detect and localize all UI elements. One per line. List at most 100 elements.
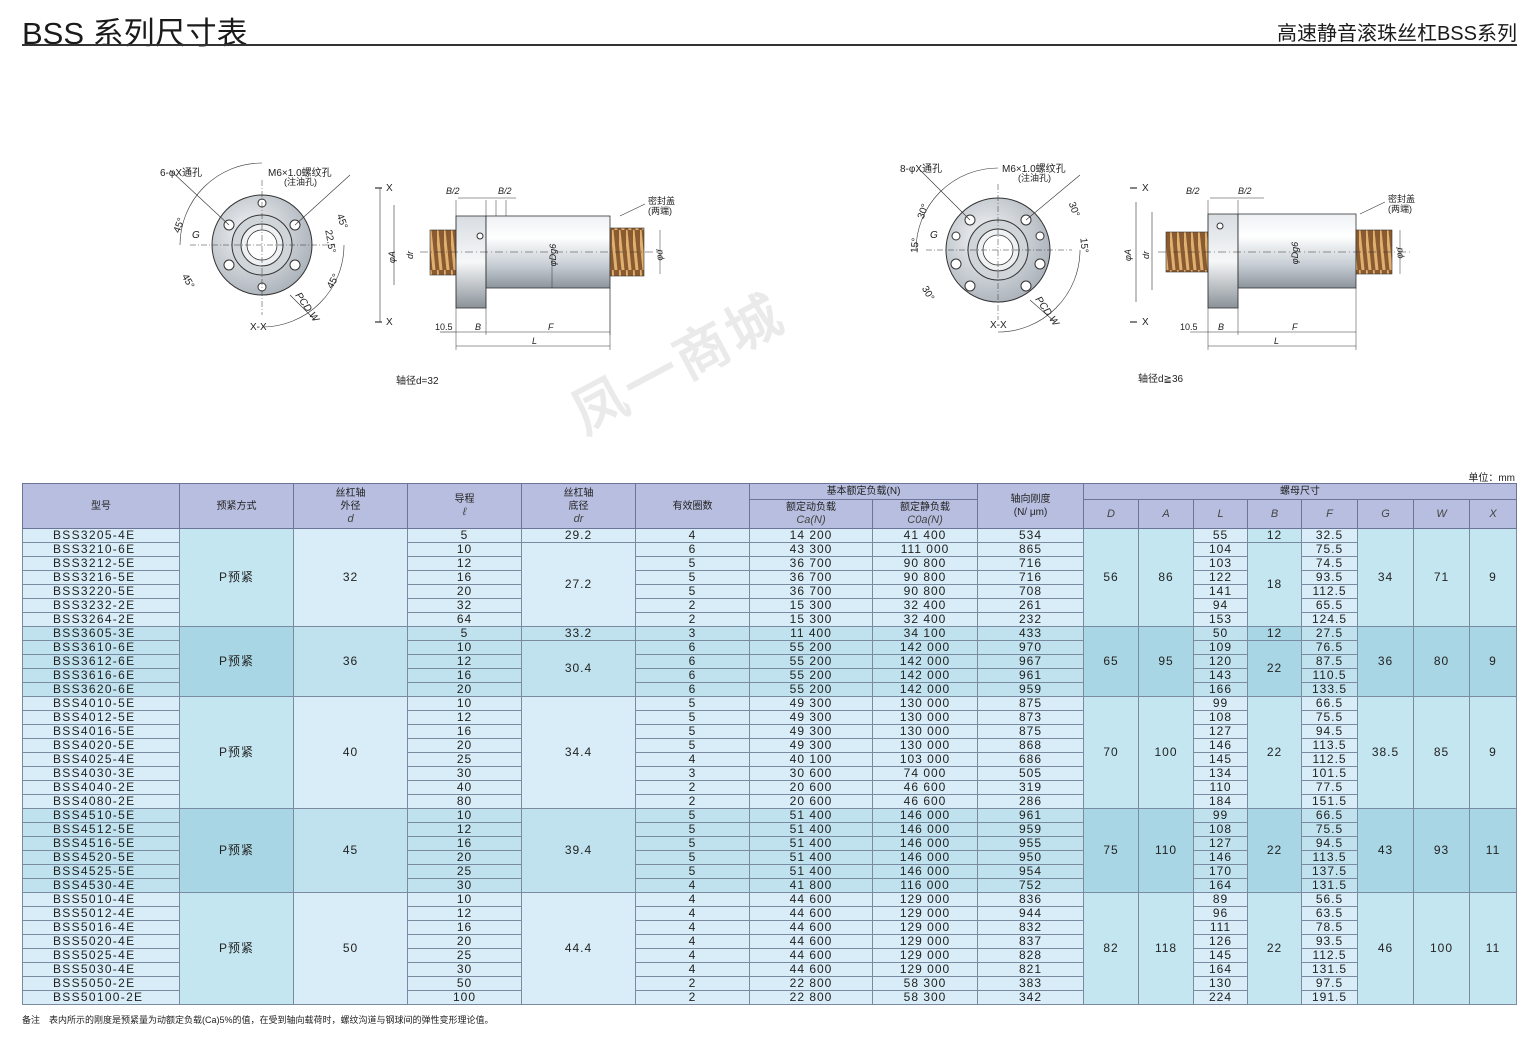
th-X-sym: X: [1489, 507, 1497, 520]
cell-model: BSS4012-5E: [22, 710, 180, 725]
cell-F: 94.5: [1301, 724, 1359, 739]
cell-stiffness: 961: [977, 668, 1085, 683]
cell-dynamic-load: 44 600: [749, 920, 873, 935]
cell-F: 110.5: [1301, 668, 1359, 683]
cell-stiffness: 232: [977, 612, 1085, 627]
cell-model: BSS4516-5E: [22, 836, 180, 851]
label-105: 10.5: [1180, 322, 1198, 332]
cell-turns: 5: [635, 822, 750, 837]
cell-stiffness: 716: [977, 556, 1085, 571]
cell-lead: 30: [407, 962, 522, 977]
cell-F: 191.5: [1301, 990, 1359, 1005]
label-tap-note: (注油孔): [1018, 173, 1051, 183]
cell-turns: 5: [635, 584, 750, 599]
cell-lead: 12: [407, 556, 522, 571]
cell-model: BSS3216-5E: [22, 570, 180, 585]
cell-turns: 4: [635, 934, 750, 949]
cell-static-load: 32 400: [871, 598, 979, 613]
cell-model: BSS4016-5E: [22, 724, 180, 739]
label-phid: φd: [1394, 247, 1405, 259]
cell-turns: 4: [635, 892, 750, 907]
cell-A: 118: [1138, 892, 1195, 1005]
th-stiff-l1: 轴向刚度: [1010, 494, 1051, 505]
cell-F: 77.5: [1301, 780, 1359, 795]
cell-X: 11: [1469, 892, 1518, 1005]
label-xtop: X: [1142, 183, 1149, 194]
caption-d32: 轴径d=32: [396, 376, 439, 387]
cell-stiffness: 286: [977, 794, 1085, 809]
cell-F: 101.5: [1301, 766, 1359, 781]
cell-dynamic-load: 36 700: [749, 556, 873, 571]
cell-F: 97.5: [1301, 976, 1359, 991]
label-tap: M6×1.0螺纹孔: [268, 168, 332, 179]
cell-static-load: 129 000: [871, 934, 979, 949]
cell-lead: 10: [407, 808, 522, 823]
cell-preload: P预紧: [179, 528, 294, 627]
cell-F: 87.5: [1301, 654, 1359, 669]
cell-L: 103: [1193, 556, 1249, 571]
footnote: 备注 表内所示的刚度是预紧量为动额定负载(Ca)5%的值，在受到轴向载荷时，螺纹…: [22, 1015, 494, 1025]
cell-B: 12: [1247, 626, 1303, 641]
cell-preload: P预紧: [179, 626, 294, 697]
th-F: F: [1301, 499, 1359, 529]
cell-shaft-od: 32: [293, 528, 408, 627]
cell-lead: 25: [407, 864, 522, 879]
cell-L: 126: [1193, 934, 1249, 949]
cell-F: 113.5: [1301, 850, 1359, 865]
cell-static-load: 41 400: [871, 528, 979, 543]
cell-dynamic-load: 15 300: [749, 598, 873, 613]
cell-G: 36: [1357, 626, 1415, 697]
cell-preload: P预紧: [179, 808, 294, 893]
cell-stiffness: 383: [977, 976, 1085, 991]
th-load: 基本额定负载(N): [748, 483, 979, 500]
label-l: L: [532, 336, 538, 346]
cell-F: 75.5: [1301, 542, 1359, 557]
cell-dynamic-load: 15 300: [749, 612, 873, 627]
cell-static-load: 142 000: [871, 640, 979, 655]
cell-dynamic-load: 20 600: [749, 794, 873, 809]
cell-turns: 4: [635, 878, 750, 893]
cell-X: 9: [1469, 528, 1518, 627]
cell-L: 145: [1193, 948, 1249, 963]
th-turns: 有效圈数: [635, 483, 750, 529]
cell-dynamic-load: 43 300: [749, 542, 873, 557]
cell-turns: 2: [635, 976, 750, 991]
th-G-sym: G: [1381, 507, 1390, 520]
cell-static-load: 130 000: [871, 738, 979, 753]
cell-turns: 6: [635, 682, 750, 697]
cell-A: 86: [1138, 528, 1195, 627]
label-phid-g6: φDg6: [1290, 241, 1301, 265]
cell-L: 110: [1193, 780, 1249, 795]
cell-model: BSS3210-6E: [22, 542, 180, 557]
cell-dynamic-load: 44 600: [749, 934, 873, 949]
cell-shaft-od: 36: [293, 626, 408, 697]
cell-model: BSS4512-5E: [22, 822, 180, 837]
cell-stiffness: 967: [977, 654, 1085, 669]
label-l: L: [1274, 336, 1280, 346]
th-D-sym: D: [1107, 507, 1115, 520]
label-105: 10.5: [435, 322, 453, 332]
cell-stiffness: 716: [977, 570, 1085, 585]
label-xbot: X: [386, 317, 393, 328]
cell-static-load: 130 000: [871, 724, 979, 739]
cell-L: 134: [1193, 766, 1249, 781]
cell-turns: 4: [635, 528, 750, 543]
cell-model: BSS50100-2E: [22, 990, 180, 1005]
cell-L: 164: [1193, 962, 1249, 977]
cell-turns: 6: [635, 654, 750, 669]
label-section: X-X: [250, 322, 267, 333]
label-b2b: B/2: [498, 186, 512, 196]
cell-stiffness: 752: [977, 878, 1085, 893]
cell-turns: 6: [635, 542, 750, 557]
cell-dynamic-load: 40 100: [749, 752, 873, 767]
cell-stiffness: 836: [977, 892, 1085, 907]
cell-F: 66.5: [1301, 696, 1359, 711]
cell-D: 70: [1083, 696, 1140, 809]
